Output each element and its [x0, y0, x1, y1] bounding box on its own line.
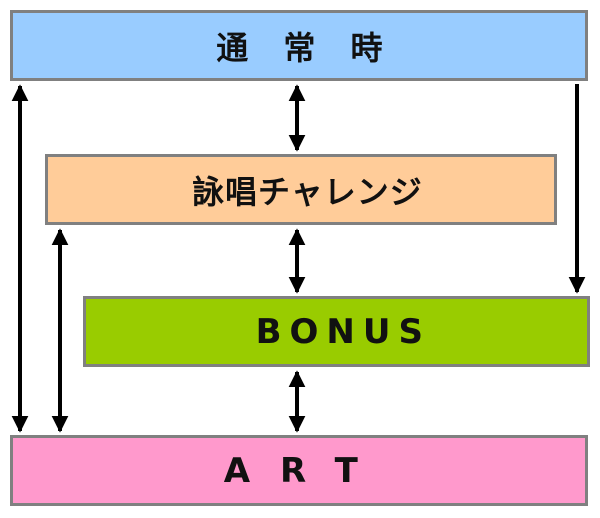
- state-normal-label: 通 常 時: [216, 28, 395, 67]
- state-bonus-label: BONUS: [255, 311, 431, 352]
- state-normal-box: 通 常 時: [10, 10, 588, 81]
- state-bonus-box: BONUS: [83, 296, 590, 367]
- state-art-label: ART: [223, 450, 388, 491]
- state-art-box: ART: [10, 435, 588, 506]
- state-chant-challenge-label: 詠唱チャレンジ: [192, 172, 423, 211]
- state-chant-challenge-box: 詠唱チャレンジ: [45, 154, 557, 225]
